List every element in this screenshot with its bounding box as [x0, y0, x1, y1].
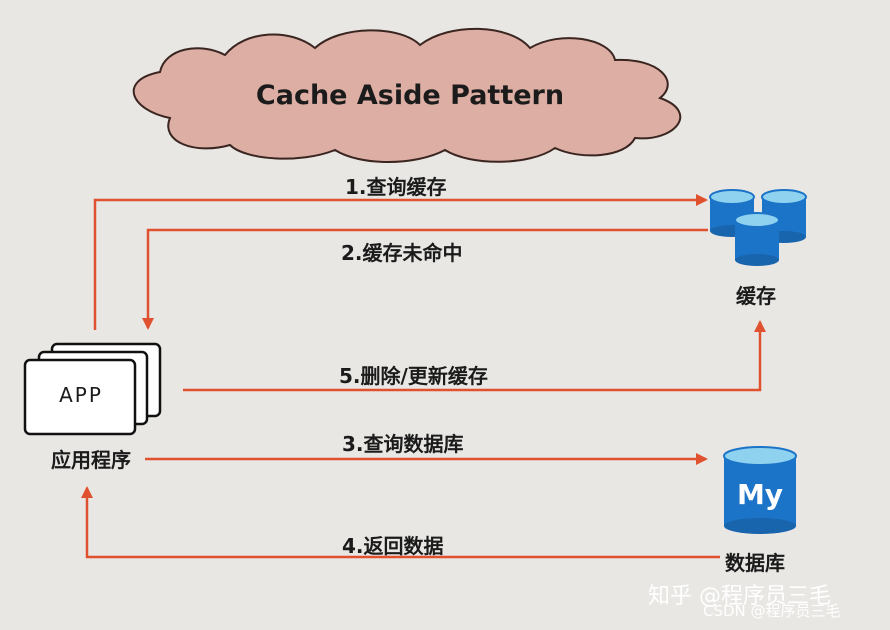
app-label: 应用程序	[51, 448, 131, 472]
app-box-label: APP	[59, 383, 103, 407]
app-icon	[23, 342, 162, 436]
step-3-label: 3.查询数据库	[342, 432, 464, 456]
page-title: Cache Aside Pattern	[255, 80, 565, 111]
arrow-return-data	[81, 486, 720, 559]
arrow-query-cache	[93, 194, 708, 330]
step-5-label: 5.删除/更新缓存	[339, 364, 488, 388]
arrow-update-cache	[183, 320, 766, 392]
database-icon: My	[723, 446, 797, 534]
csdn-watermark: CSDN @程序员三毛	[703, 602, 841, 620]
cache-label: 缓存	[736, 284, 776, 308]
db-logo-text: My	[737, 478, 783, 511]
title-cloud	[132, 27, 682, 163]
step-2-label: 2.缓存未命中	[341, 241, 463, 265]
step-4-label: 4.返回数据	[342, 534, 444, 558]
cache-icon	[709, 189, 807, 266]
arrow-cache-miss	[142, 228, 708, 330]
zhihu-watermark: 知乎 @程序员三毛	[648, 584, 831, 609]
step-1-label: 1.查询缓存	[345, 175, 447, 199]
database-label: 数据库	[725, 551, 785, 575]
